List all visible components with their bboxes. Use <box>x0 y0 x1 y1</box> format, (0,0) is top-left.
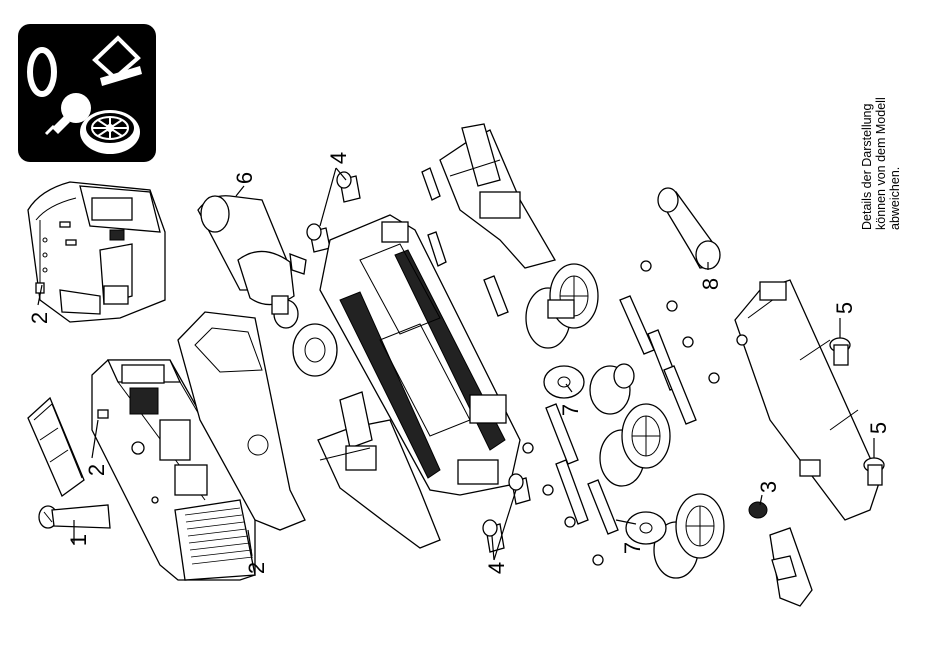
callout-8: 8 <box>698 278 723 290</box>
spring-part-3 <box>749 502 767 518</box>
wheelset-middle <box>600 404 670 486</box>
callout-5a: 5 <box>832 302 857 314</box>
gear-wheel-part-7-upper <box>544 366 584 398</box>
hook-part <box>770 528 812 606</box>
callout-2c: 2 <box>244 562 269 574</box>
coupler-arm-part-8 <box>658 188 720 269</box>
disclaimer-line-3: abweichen. <box>888 40 902 230</box>
disclaimer-note: Details der Darstellung können von dem M… <box>860 40 920 230</box>
disclaimer-line-2: können von dem Modell <box>874 40 888 230</box>
pin-part-5-upper <box>830 338 850 365</box>
callout-7a: 7 <box>558 404 583 416</box>
roof-plate-part <box>28 398 84 496</box>
callout-4a: 4 <box>326 152 351 164</box>
cab-part <box>28 182 165 322</box>
wheelset-upper <box>526 264 598 348</box>
callout-4b: 4 <box>484 562 509 574</box>
gear-wheel-part-7-lower <box>626 512 666 544</box>
service-legend-icon: 0 <box>18 24 156 162</box>
callout-7b: 7 <box>620 542 645 554</box>
motor-part-6 <box>198 196 306 328</box>
bogie-frame-upper-part <box>440 124 555 268</box>
wheel-icon <box>80 110 140 154</box>
callout-6: 6 <box>232 172 257 184</box>
wheelset-lower <box>654 494 724 578</box>
disclaimer-line-1: Details der Darstellung <box>860 40 874 230</box>
callout-1: 1 <box>66 534 91 546</box>
callout-5b: 5 <box>866 422 891 434</box>
gear-cluster-part <box>590 364 634 414</box>
callout-2b: 2 <box>27 312 52 324</box>
gear-part <box>293 324 337 376</box>
callout-3: 3 <box>756 481 781 493</box>
callout-2a: 2 <box>84 464 109 476</box>
